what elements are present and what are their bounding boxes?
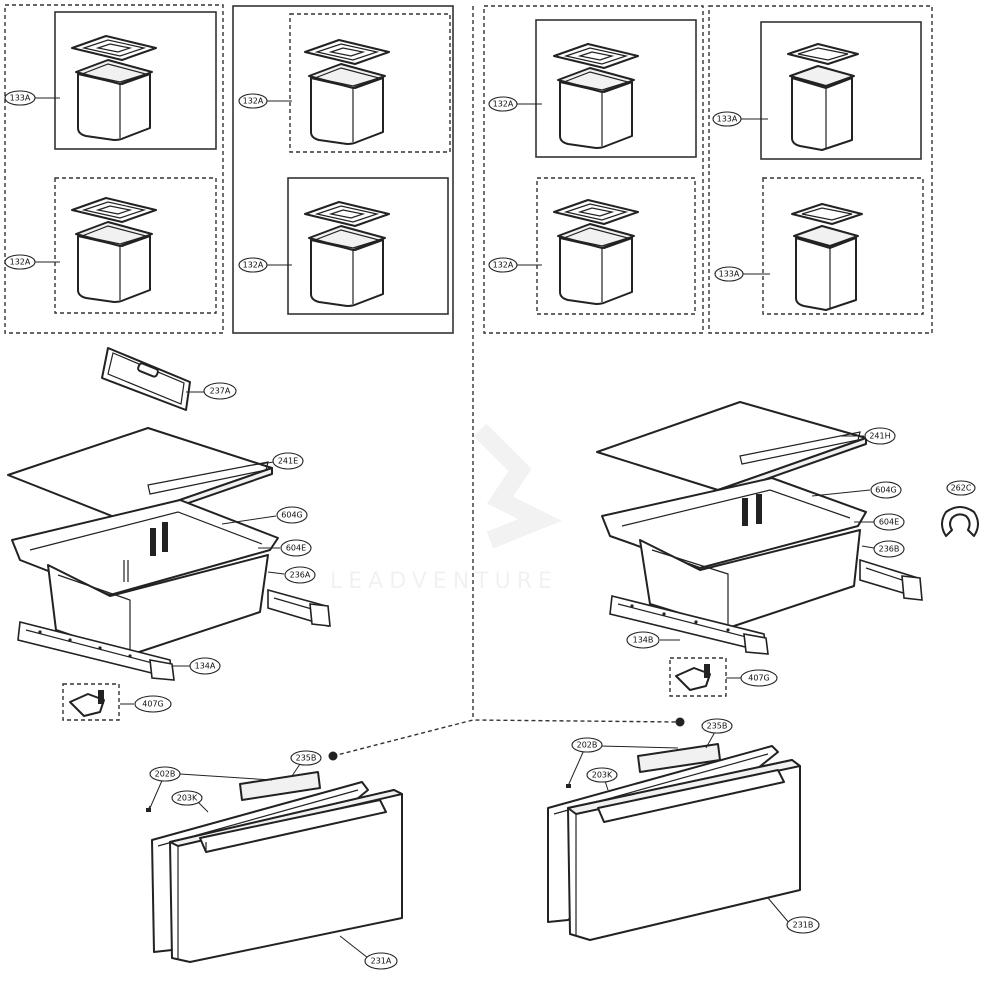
part-callout: 604G	[276, 506, 308, 524]
part-callout: 231A	[364, 952, 398, 970]
part-callout: 133A	[4, 90, 36, 106]
callout-text: 237A	[210, 387, 231, 396]
callout-text: 133A	[10, 94, 31, 103]
callout-text: 241E	[278, 457, 298, 466]
part-callout: 237A	[203, 382, 237, 400]
callout-text: 604E	[286, 544, 306, 553]
part-callout: 134B	[626, 631, 660, 649]
callout-text: 132A	[493, 261, 514, 270]
storage-bin	[787, 43, 859, 151]
glass-shelf-right	[596, 401, 867, 497]
storage-bin	[553, 199, 639, 305]
part-callout: 203K	[586, 767, 618, 783]
callout-text: 202B	[577, 741, 598, 750]
callout-text: 604E	[879, 518, 899, 527]
callout-text: 203K	[592, 771, 613, 780]
divider-plate-left	[101, 347, 191, 411]
crisper-drawer-left	[11, 499, 279, 656]
latch-bracket-left	[62, 683, 120, 721]
callout-text: 202B	[155, 770, 176, 779]
callout-text: 236A	[290, 571, 311, 580]
panel-top-right-b	[708, 5, 933, 334]
door-connector-line	[332, 719, 681, 757]
callout-text: 132A	[493, 100, 514, 109]
callout-text: 604G	[875, 486, 896, 495]
connector-dot	[328, 751, 338, 761]
callout-text: 133A	[719, 270, 740, 279]
part-callout: 132A	[238, 93, 268, 109]
callout-text: 132A	[243, 97, 264, 106]
retaining-clip	[941, 506, 979, 537]
callout-text: 407G	[142, 700, 163, 709]
callout-text: 241H	[869, 432, 890, 441]
watermark-text: LEADVENTURE	[330, 569, 558, 594]
panel-top-left-b	[232, 5, 454, 334]
callout-text: 235B	[707, 722, 728, 731]
leader-lines	[35, 97, 875, 959]
callout-text: 132A	[10, 258, 31, 267]
callout-text: 134A	[195, 662, 216, 671]
part-callout: 231B	[786, 916, 820, 934]
slide-rail-left-front	[17, 620, 175, 681]
part-callout: 241E	[272, 452, 304, 470]
panel-top-right-a	[483, 5, 704, 334]
part-callout: 604E	[873, 513, 905, 531]
callout-text: 132A	[243, 261, 264, 270]
part-callout: 132A	[488, 257, 518, 273]
part-callout: 407G	[740, 669, 778, 687]
part-callout: 236B	[873, 540, 905, 558]
part-callout: 604E	[280, 539, 312, 557]
callout-text: 262C	[951, 484, 972, 493]
callout-text: 231B	[793, 921, 814, 930]
part-callout: 132A	[488, 96, 518, 112]
callout-text: 236B	[879, 545, 900, 554]
watermark: LEADVENTURE	[330, 423, 562, 594]
part-callout: 604G	[870, 481, 902, 499]
storage-bin	[304, 39, 390, 145]
drawer-front-left	[146, 771, 403, 963]
part-callout: 134A	[189, 657, 221, 675]
callout-text: 203K	[177, 794, 198, 803]
part-callout: 235B	[290, 750, 322, 766]
part-callout: 202B	[149, 766, 181, 782]
part-callout: 203K	[171, 790, 203, 806]
storage-bin	[791, 203, 863, 311]
latch-bracket-right	[669, 657, 727, 697]
part-callout: 202B	[571, 737, 603, 753]
part-callout: 407G	[134, 695, 172, 713]
callout-text: 235B	[296, 754, 317, 763]
callout-text: 133A	[717, 115, 738, 124]
part-callout: 236A	[284, 566, 316, 584]
connector-dot	[675, 717, 685, 727]
panel-top-left-a	[4, 4, 224, 334]
drawer-front-right	[547, 743, 801, 941]
callout-text: 604G	[281, 511, 302, 520]
storage-bin	[71, 35, 157, 141]
part-callout: 132A	[4, 254, 36, 270]
slide-rail-right-front	[609, 595, 769, 655]
callout-text: 134B	[633, 636, 654, 645]
storage-bin	[71, 197, 157, 303]
slide-rail-right-rear	[859, 558, 923, 601]
callout-text: 231A	[371, 957, 392, 966]
callouts: 133A 132A 132A 132A 132A 133A 132A 133A …	[4, 90, 976, 970]
part-callout: 241H	[864, 427, 896, 445]
callout-text: 407G	[748, 674, 769, 683]
part-callout: 133A	[712, 111, 742, 127]
part-callout: 132A	[238, 257, 268, 273]
storage-bin	[304, 201, 390, 307]
storage-bin	[553, 43, 639, 149]
crisper-drawer-right	[601, 477, 867, 629]
slide-rail-left-rear	[267, 588, 331, 628]
part-callout: 235B	[701, 718, 733, 734]
part-callout: 262C	[946, 480, 976, 496]
part-callout: 133A	[714, 266, 744, 282]
